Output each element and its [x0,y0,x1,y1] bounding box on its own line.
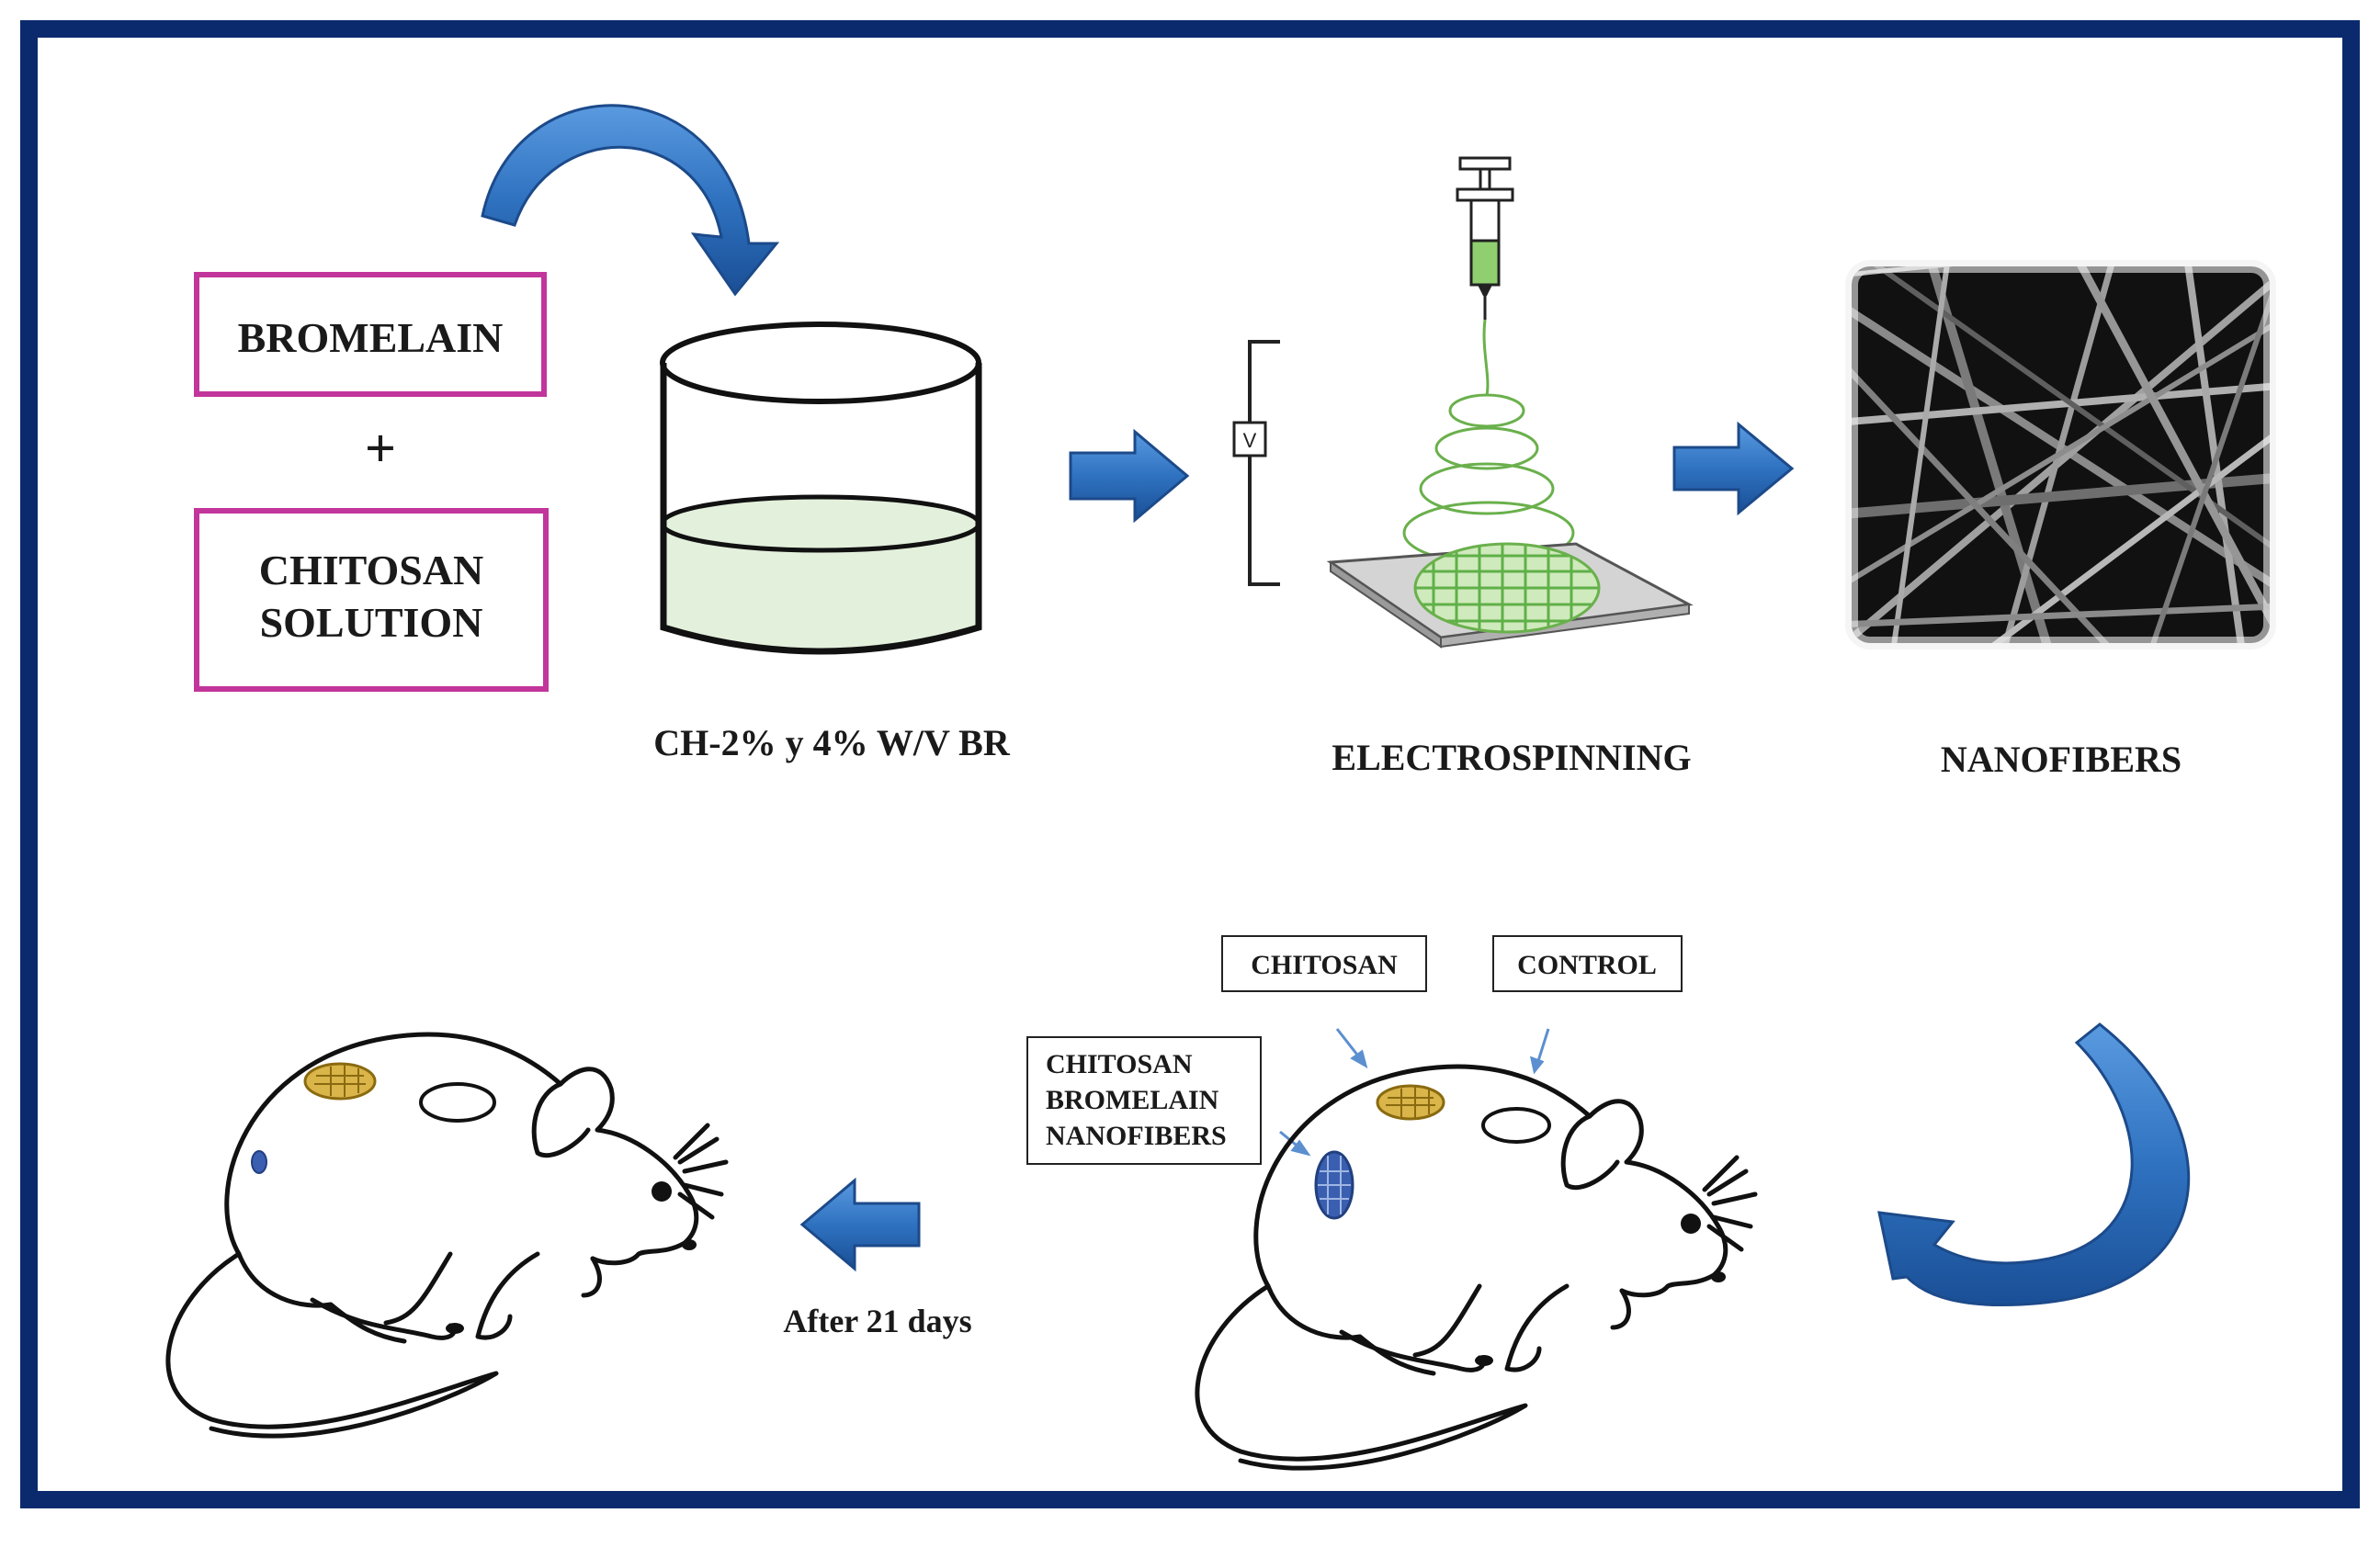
arrow-right-icon [1069,428,1190,524]
bromelain-box: BROMELAIN [194,272,547,397]
nanofibers-tag-line1: CHITOSAN [1046,1049,1193,1079]
chitosan-label-line1: CHITOSAN [259,547,484,593]
beaker-icon [660,322,982,655]
voltage-symbol: V [1243,429,1257,452]
chitosan-tag-label: CHITOSAN [1251,950,1398,980]
arrow-left-icon [799,1177,921,1272]
pointer-arrow-icon [1335,1028,1368,1069]
nanofibers-label: NANOFIBERS [1941,739,2182,780]
chitosan-label-line2: SOLUTION [260,599,483,646]
control-tag: CONTROL [1492,935,1683,992]
after-days-label: After 21 days [783,1303,971,1339]
electrospinning-label: ELECTROSPINNING [1332,737,1691,778]
curved-arrow-icon [481,104,780,297]
nanofibers-tag: CHITOSAN BROMELAIN NANOFIBERS [1026,1036,1262,1165]
pointer-arrow-icon [1529,1028,1550,1075]
chitosan-solution-box: CHITOSAN SOLUTION [194,508,549,692]
beaker-label: CH-2% y 4% W/V BR [653,722,1011,763]
arrow-right-icon [1672,421,1795,516]
chitosan-tag: CHITOSAN [1221,935,1427,992]
bromelain-label: BROMELAIN [238,314,504,361]
nanofiber-micrograph-image [1845,260,2276,649]
curved-arrow-icon [1877,1022,2191,1307]
control-tag-label: CONTROL [1517,950,1657,980]
nanofibers-tag-line3: NANOFIBERS [1046,1121,1227,1151]
plus-sign: + [365,418,396,479]
rat-healed-icon [165,1032,729,1439]
nanofibers-tag-line2: BROMELAIN [1046,1085,1219,1115]
rat-implanted-icon [1195,1064,1758,1471]
electrospinning-apparatus-icon: V [1232,156,1694,649]
